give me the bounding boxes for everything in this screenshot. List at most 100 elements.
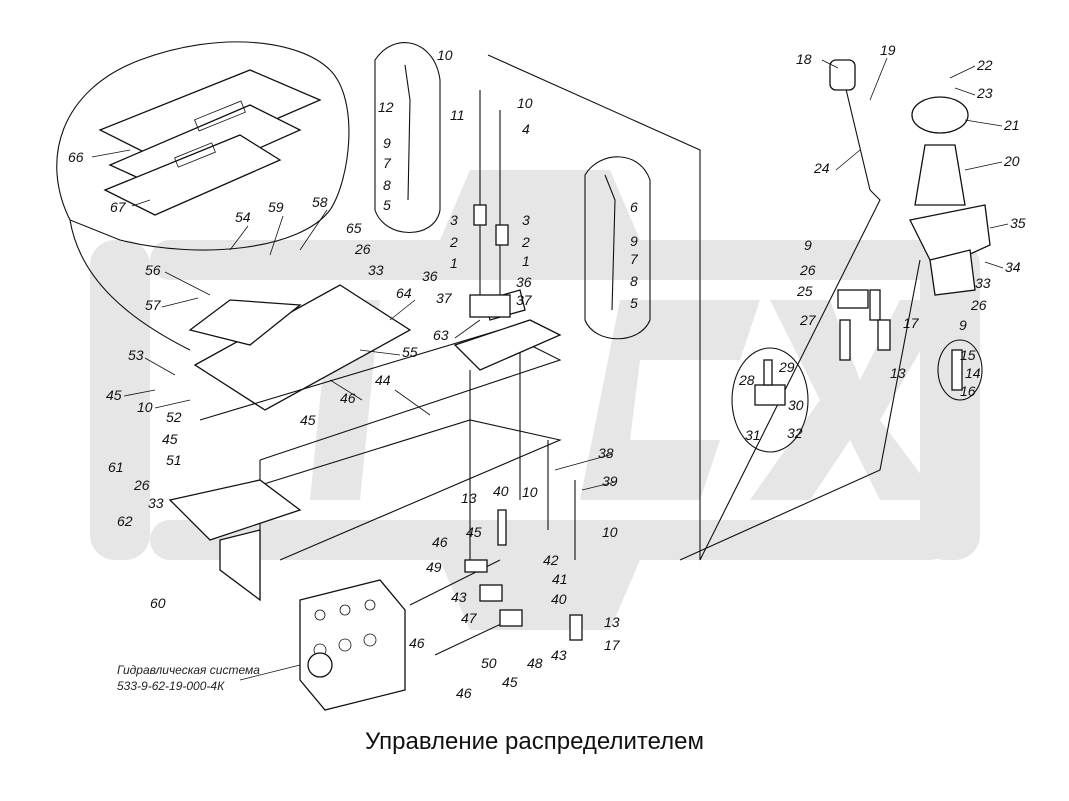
callout-45a: 45 [106, 387, 122, 403]
callout-45b: 45 [300, 412, 316, 428]
callout-36b: 36 [516, 274, 532, 290]
hydraulic-note-leader [239, 664, 301, 681]
callout-47: 47 [461, 610, 478, 626]
callout-40b: 40 [551, 591, 567, 607]
callout-2a: 2 [449, 234, 458, 250]
callout-11: 11 [450, 107, 465, 123]
callout-26a: 26 [354, 241, 371, 257]
callout-39: 39 [602, 473, 618, 489]
callout-21: 21 [1003, 117, 1020, 133]
callout-64: 64 [396, 285, 412, 301]
callout-10d: 10 [522, 484, 538, 500]
callout-10a: 10 [137, 399, 153, 415]
callout-23: 23 [976, 85, 993, 101]
callout-36a: 36 [422, 268, 438, 284]
callout-63: 63 [433, 327, 449, 343]
callout-22: 22 [976, 57, 993, 73]
diagram-title: Управление распределителем [364, 728, 705, 755]
callout-15: 15 [960, 347, 976, 363]
callout-54: 54 [235, 209, 251, 225]
callout-66: 66 [68, 149, 84, 165]
callout-9b: 9 [630, 233, 638, 249]
callout-17b: 17 [604, 637, 621, 653]
lever-rods [374, 42, 701, 560]
callout-29: 29 [778, 359, 795, 375]
callout-13a: 13 [890, 365, 906, 381]
callout-41: 41 [552, 571, 568, 587]
lower-linkage [299, 509, 583, 711]
callout-67: 67 [110, 199, 127, 215]
callout-8a: 8 [383, 177, 391, 193]
joystick-group [679, 59, 991, 561]
callout-7a: 7 [383, 155, 392, 171]
callout-14: 14 [965, 365, 981, 381]
callout-51: 51 [166, 452, 182, 468]
callout-55: 55 [402, 344, 418, 360]
callout-18: 18 [796, 51, 812, 67]
callout-27: 27 [799, 312, 817, 328]
callout-10b: 10 [437, 47, 453, 63]
callout-45d: 45 [466, 524, 482, 540]
callout-45e: 45 [502, 674, 518, 690]
callout-44: 44 [375, 372, 391, 388]
callout-60: 60 [150, 595, 166, 611]
callout-48: 48 [527, 655, 543, 671]
callout-58: 58 [312, 194, 328, 210]
callout-30: 30 [788, 397, 804, 413]
callout-50: 50 [481, 655, 497, 671]
callout-35: 35 [1010, 215, 1026, 231]
callout-46d: 46 [456, 685, 472, 701]
main-frame [168, 284, 562, 602]
callout-31: 31 [745, 427, 761, 443]
callout-7b: 7 [630, 251, 639, 267]
callout-26b: 26 [133, 477, 150, 493]
callout-12: 12 [378, 99, 394, 115]
callout-3a: 3 [450, 212, 458, 228]
callout-13c: 13 [604, 614, 620, 630]
callout-20: 20 [1003, 153, 1020, 169]
callout-26c: 26 [799, 262, 816, 278]
callout-37b: 37 [516, 292, 533, 308]
callout-1a: 1 [450, 255, 458, 271]
callout-34: 34 [1005, 259, 1021, 275]
callout-46a: 46 [340, 390, 356, 406]
callout-45c: 45 [162, 431, 178, 447]
callout-65: 65 [346, 220, 362, 236]
callout-43b: 43 [551, 647, 567, 663]
callout-62: 62 [117, 513, 133, 529]
callout-16: 16 [960, 383, 976, 399]
callout-8b: 8 [630, 273, 638, 289]
callout-46c: 46 [409, 635, 425, 651]
callout-53: 53 [128, 347, 144, 363]
callout-17a: 17 [903, 315, 920, 331]
callout-61: 61 [108, 459, 124, 475]
callout-33c: 33 [975, 275, 991, 291]
callout-38: 38 [598, 445, 614, 461]
callout-3b: 3 [522, 212, 530, 228]
callout-40a: 40 [493, 483, 509, 499]
callout-10c: 10 [517, 95, 533, 111]
leader-lines [91, 57, 1009, 491]
callout-46b: 46 [432, 534, 448, 550]
callout-33a: 33 [368, 262, 384, 278]
callout-2b: 2 [521, 234, 530, 250]
callout-52: 52 [166, 409, 182, 425]
callout-56: 56 [145, 262, 161, 278]
callout-13b: 13 [461, 490, 477, 506]
callout-9d: 9 [959, 317, 967, 333]
callout-28: 28 [738, 372, 755, 388]
callout-57: 57 [145, 297, 162, 313]
callout-24: 24 [813, 160, 830, 176]
callout-26d: 26 [970, 297, 987, 313]
callout-5b: 5 [630, 295, 638, 311]
callout-59: 59 [268, 199, 284, 215]
callout-4: 4 [522, 121, 530, 137]
callout-5a: 5 [383, 197, 391, 213]
callout-1b: 1 [522, 253, 530, 269]
mat-callout [56, 41, 350, 351]
callout-19: 19 [880, 42, 896, 58]
callout-labels: 66 67 54 59 58 65 26 33 56 57 64 63 55 5… [68, 42, 1026, 701]
callout-32: 32 [787, 425, 803, 441]
hydraulic-note-line2: 533-9-62-19-000-4К [117, 679, 225, 693]
